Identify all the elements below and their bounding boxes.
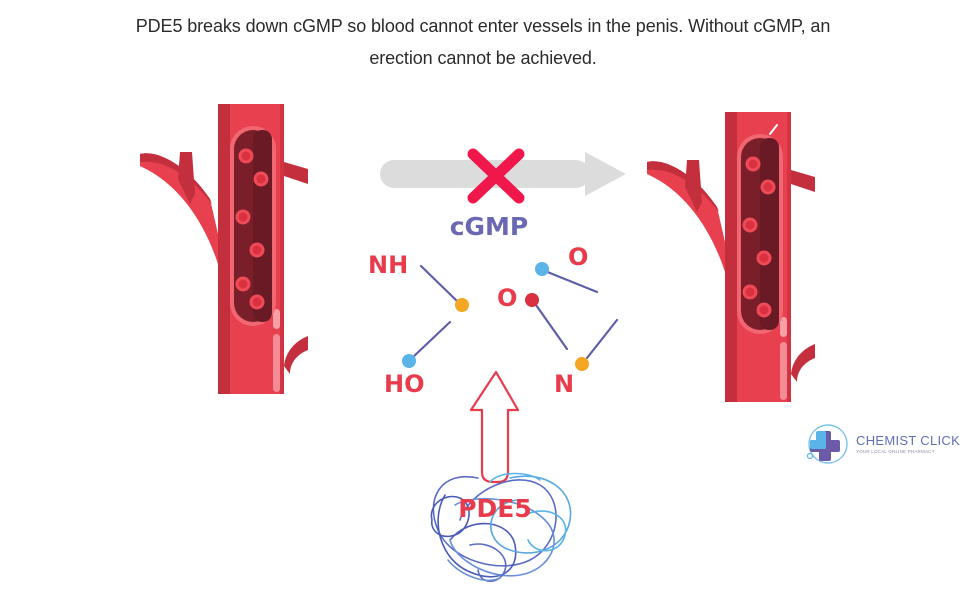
logo-ring xyxy=(808,424,848,464)
pde5-enzyme-scribble xyxy=(430,472,572,583)
stethoscope-icon xyxy=(806,452,814,460)
chemist-click-logo[interactable]: CHEMIST CLICK YOUR LOCAL ONLINE PHARMACY xyxy=(806,424,961,464)
caption-line-1: PDE5 breaks down cGMP so blood cannot en… xyxy=(135,16,831,36)
atom-node xyxy=(402,354,416,368)
up-arrow-icon xyxy=(469,370,520,484)
atom-node xyxy=(535,262,549,276)
molecule-structure xyxy=(410,264,619,360)
bond-line xyxy=(534,303,569,351)
label-o-center: O xyxy=(497,284,517,312)
vessel-tear-mark xyxy=(769,124,778,135)
logo-subtitle: YOUR LOCAL ONLINE PHARMACY xyxy=(856,449,935,454)
label-o-right: O xyxy=(568,243,588,271)
label-ho: HO xyxy=(384,370,425,398)
bond-line xyxy=(543,269,599,294)
bond-line xyxy=(585,318,619,360)
label-n: N xyxy=(554,370,574,398)
atom-node xyxy=(525,293,539,307)
label-nh: NH xyxy=(368,251,408,279)
atom-node xyxy=(455,298,469,312)
pde5-label: PDE5 xyxy=(458,494,532,523)
logo-title: CHEMIST CLICK xyxy=(856,433,960,448)
right-blood-vessel xyxy=(645,110,817,404)
cgmp-flow-arrow xyxy=(380,152,626,196)
cross-icon xyxy=(467,148,525,204)
cgmp-label: cGMP xyxy=(450,212,529,241)
caption-line-2: erection cannot be achieved. xyxy=(369,48,597,68)
diagram-caption: PDE5 breaks down cGMP so blood cannot en… xyxy=(60,10,906,74)
medical-cross-icon xyxy=(810,431,840,461)
left-blood-vessel xyxy=(138,102,310,396)
bond-line xyxy=(410,320,452,360)
atom-node xyxy=(575,357,589,371)
bond-line xyxy=(419,264,460,304)
